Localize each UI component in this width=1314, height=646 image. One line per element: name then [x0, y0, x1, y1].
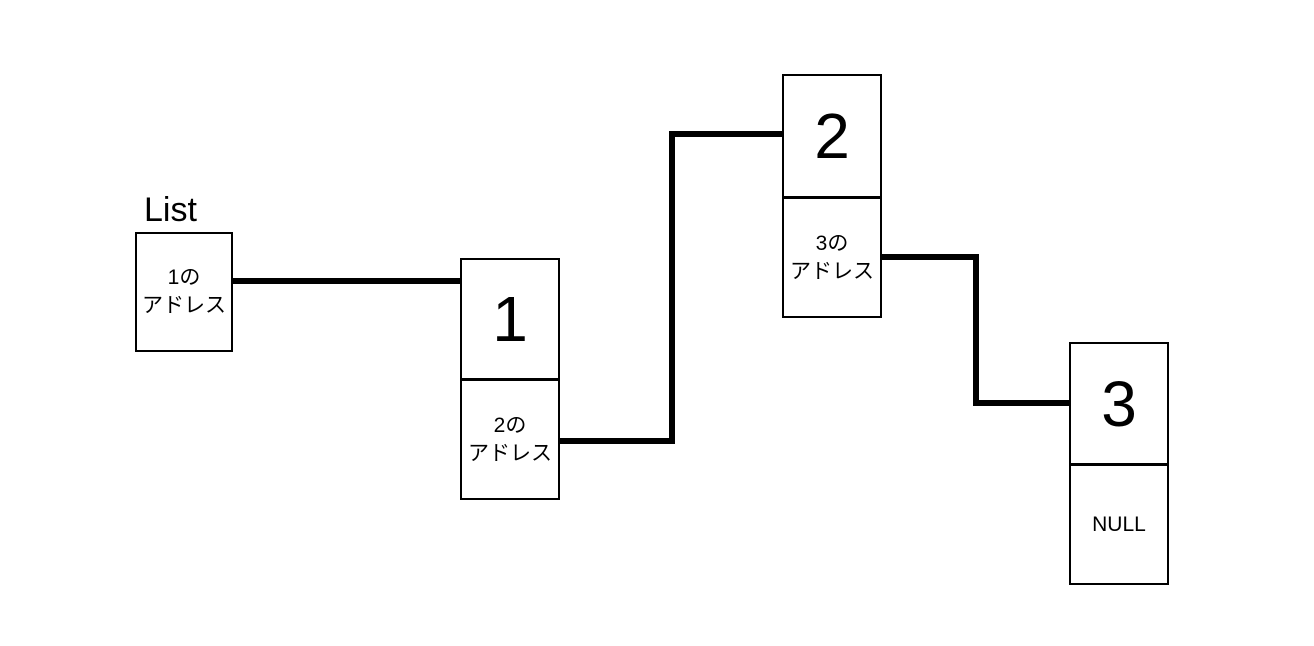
- node-2: 2 3の アドレス: [782, 74, 882, 318]
- node-2-next-pointer: 3の アドレス: [790, 231, 874, 283]
- node-2-pointer-cell: 3の アドレス: [784, 196, 880, 316]
- node-1: 1 2の アドレス: [460, 258, 560, 500]
- list-head-box: 1の アドレス: [135, 232, 233, 352]
- connector-node2-to-node3: [880, 254, 1071, 406]
- node-3-pointer-cell: NULL: [1071, 463, 1167, 583]
- connector-node1-to-node2: [558, 131, 784, 444]
- node-3: 3 NULL: [1069, 342, 1169, 585]
- node-1-value: 1: [492, 283, 528, 355]
- node-1-next-pointer: 2の アドレス: [468, 413, 552, 465]
- node-3-next-pointer: NULL: [1092, 512, 1146, 536]
- node-2-value: 2: [814, 100, 850, 172]
- node-1-pointer-cell: 2の アドレス: [462, 378, 558, 498]
- node-3-value: 3: [1101, 367, 1137, 440]
- head-pointer-value: 1の アドレス: [142, 266, 226, 317]
- list-title: List: [144, 191, 197, 229]
